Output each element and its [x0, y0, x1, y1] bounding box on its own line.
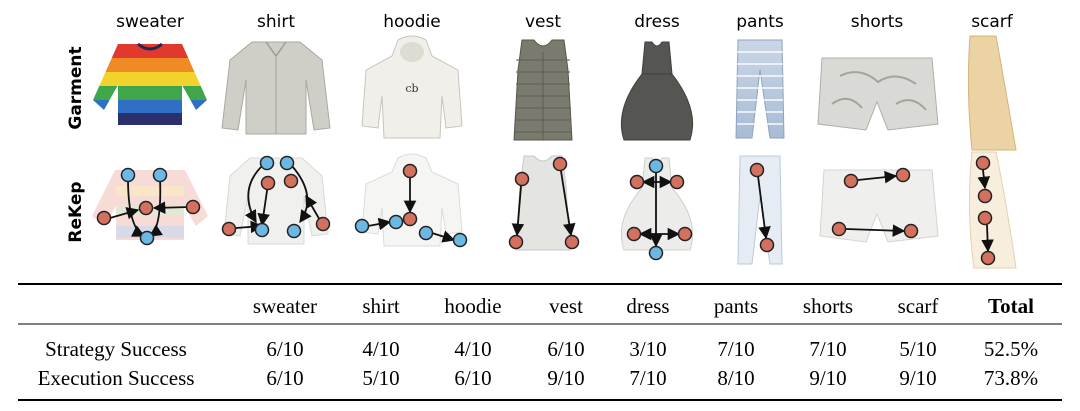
table-cell: 6/10: [266, 337, 303, 361]
column-label-dress: dress: [634, 12, 680, 32]
table-cell: 9/10: [809, 366, 846, 390]
table-cell: 9/10: [899, 366, 936, 390]
scarf-keypoints: [975, 155, 996, 266]
table-cell: 3/10: [629, 337, 666, 361]
vest-image: [513, 39, 573, 141]
table-cell: 7/10: [629, 366, 666, 390]
vest-keypoint-arrows: [511, 170, 576, 237]
table-header-shirt: shirt: [362, 294, 400, 318]
svg-text:cb: cb: [405, 82, 418, 95]
vest-rekep-image: [515, 155, 571, 251]
hoodie-keypoint-arrows: [367, 178, 456, 243]
table-header-dress: dress: [626, 294, 669, 318]
column-label-vest: vest: [525, 12, 561, 32]
column-label-scarf: scarf: [971, 12, 1014, 32]
vest-keypoints: [508, 156, 580, 250]
hoodie-image: cb: [361, 35, 463, 139]
table-header-shorts: shorts: [803, 294, 853, 318]
table-cell: 4/10: [454, 337, 491, 361]
table-cell-total: 52.5%: [984, 337, 1038, 361]
pants-keypoints: [749, 162, 775, 253]
table-header-sweater: sweater: [253, 294, 317, 318]
shirt-image: [221, 41, 331, 135]
scarf-image: [967, 35, 1017, 151]
column-label-sweater: sweater: [116, 12, 184, 32]
scarf-keypoint-arrows: [977, 169, 994, 253]
shorts-keypoints: [831, 167, 919, 239]
table-cell: 6/10: [547, 337, 584, 361]
table-cell: 6/10: [454, 366, 491, 390]
row-label-rekep: ReKep: [66, 181, 86, 242]
column-label-shirt: shirt: [257, 12, 295, 32]
sweater-image: [93, 42, 207, 125]
hoodie-keypoints: [354, 163, 468, 248]
table-row-label-execution: Execution Success: [38, 366, 195, 390]
scarf-rekep-image: [968, 151, 1017, 269]
table-row-label-strategy: Strategy Success: [45, 337, 187, 361]
dress-keypoint-arrows: [638, 172, 681, 248]
dress-image: [620, 41, 694, 141]
row-label-garment: Garment: [66, 46, 86, 129]
pants-image: [735, 39, 785, 139]
table-header-scarf: scarf: [898, 294, 939, 318]
shirt-rekep-image: [223, 157, 329, 245]
column-label-hoodie: hoodie: [383, 12, 441, 32]
table-cell: 7/10: [717, 337, 754, 361]
dress-keypoints: [626, 158, 693, 261]
pants-keypoint-arrows: [757, 175, 771, 240]
table-cell: 9/10: [547, 366, 584, 390]
column-label-pants: pants: [736, 12, 784, 32]
shorts-keypoint-arrows: [845, 170, 906, 237]
table-cell: 4/10: [362, 337, 399, 361]
table-header-pants: pants: [714, 294, 758, 318]
table-header-total: Total: [988, 294, 1034, 318]
sweater-keypoints: [96, 167, 201, 246]
table-cell-total: 73.8%: [984, 366, 1038, 390]
table-cell: 5/10: [899, 337, 936, 361]
column-label-shorts: shorts: [851, 12, 904, 32]
table-cell: 6/10: [266, 366, 303, 390]
shirt-keypoints: [221, 155, 331, 239]
table-cell: 7/10: [809, 337, 846, 361]
table-cell: 5/10: [362, 366, 399, 390]
table-cell: 8/10: [717, 366, 754, 390]
table-header-vest: vest: [549, 294, 583, 318]
shorts-image: [817, 57, 939, 131]
table-header-hoodie: hoodie: [444, 294, 501, 318]
